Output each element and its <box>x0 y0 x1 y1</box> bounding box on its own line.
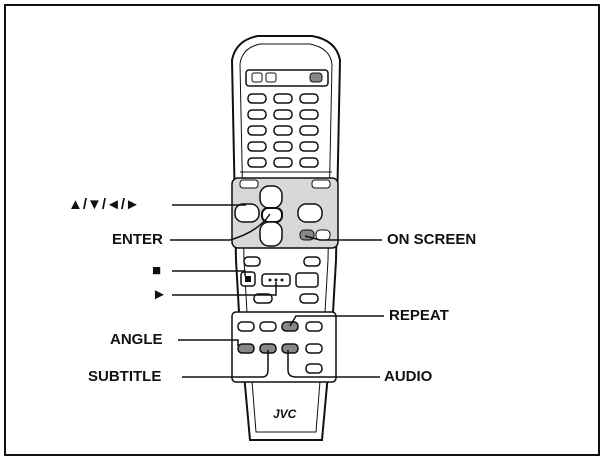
repeat-label: REPEAT <box>389 307 449 324</box>
leader-subtitle <box>182 350 269 378</box>
play-dot-1 <box>268 278 272 282</box>
repeat-button <box>281 321 299 332</box>
panel-button-right <box>315 229 331 241</box>
brand-logo: JVC <box>273 407 297 421</box>
leader-repeat <box>289 315 384 327</box>
angle-button <box>237 343 255 354</box>
transport-top-right <box>303 256 321 267</box>
top-button-power <box>309 72 323 83</box>
play-dot-3 <box>280 278 284 282</box>
cursor-arrows-label: ▲/▼/◄/► <box>68 196 140 213</box>
leader-audio <box>287 350 380 378</box>
leader-on-screen <box>304 235 382 241</box>
fn-btn-2 <box>259 321 277 332</box>
audio-button <box>281 343 299 354</box>
stop-label: ■ <box>152 262 162 279</box>
fn-btn-1 <box>237 321 255 332</box>
play-dot-2 <box>274 278 278 282</box>
on-screen-label: ON SCREEN <box>387 231 477 248</box>
cursor-down <box>259 221 283 247</box>
leader-angle <box>178 339 239 346</box>
fn-btn-4 <box>305 321 323 332</box>
leader-play <box>172 282 277 296</box>
leader-enter <box>170 213 271 241</box>
play-label: ► <box>152 286 167 303</box>
transport-mid <box>253 293 273 304</box>
fn-btn-9 <box>305 363 323 374</box>
keypad <box>247 93 319 168</box>
cursor-left <box>234 203 260 223</box>
cursor-up <box>259 185 283 209</box>
menu-button-left <box>239 179 259 189</box>
leader-stop <box>172 270 246 276</box>
top-button-1 <box>251 72 263 83</box>
enter-label: ENTER <box>112 231 163 248</box>
cursor-right <box>297 203 323 223</box>
fn-btn-8 <box>305 343 323 354</box>
audio-label: AUDIO <box>384 368 433 385</box>
pause-button <box>295 272 319 288</box>
transport-mid-right <box>299 293 319 304</box>
transport-top-left <box>243 256 261 267</box>
angle-label: ANGLE <box>110 331 163 348</box>
top-button-2 <box>265 72 277 83</box>
subtitle-label: SUBTITLE <box>88 368 162 385</box>
menu-button-right <box>311 179 331 189</box>
stop-symbol <box>245 276 251 282</box>
